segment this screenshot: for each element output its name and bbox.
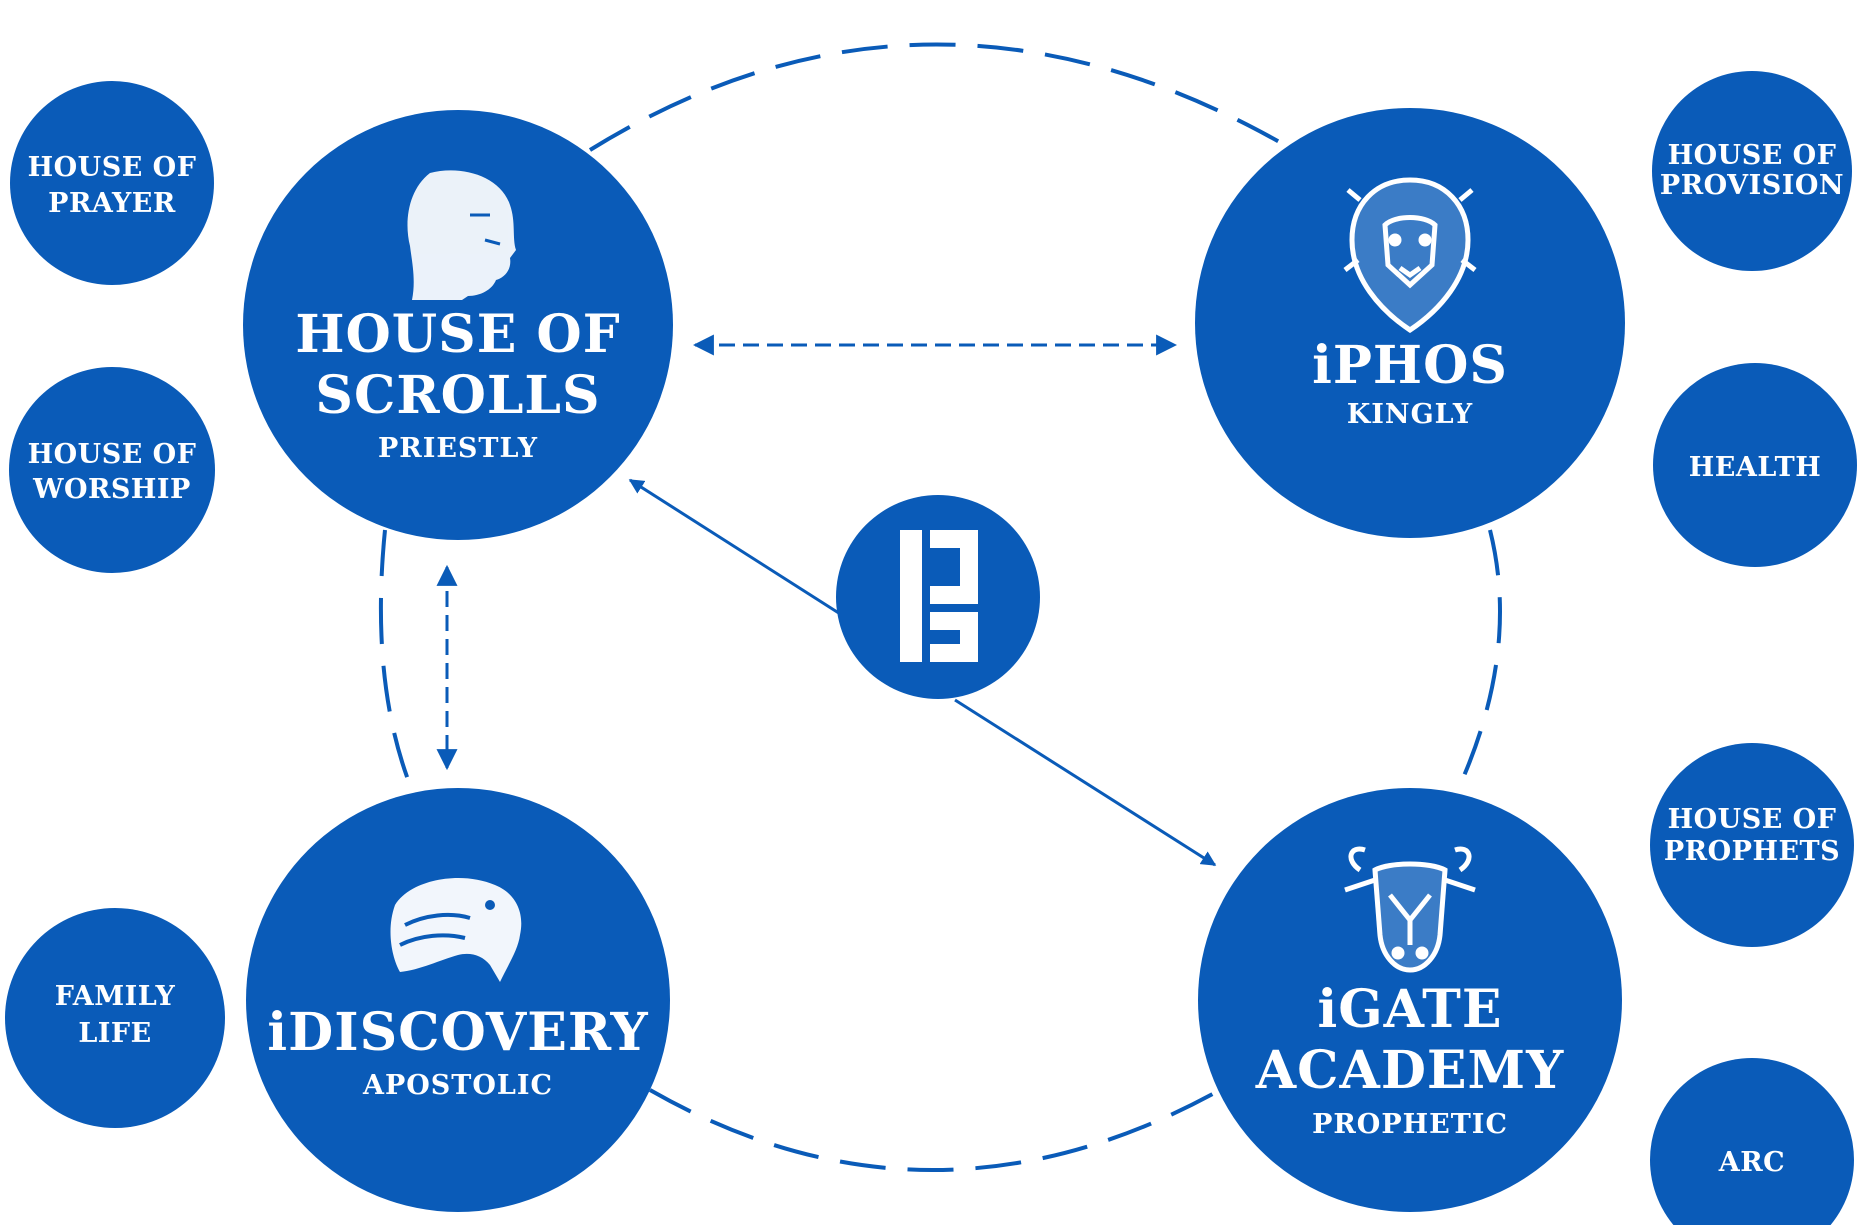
arc-left [378,529,412,786]
center-logo[interactable] [836,495,1040,699]
connector-arrows [436,334,1217,867]
arrow-center-scrolls [628,478,846,619]
main-node-igate[interactable]: iGATE ACADEMY PROPHETIC [1198,788,1622,1212]
side-node-prayer[interactable]: HOUSE OF PRAYER [10,81,214,285]
scrolls-subtitle: PRIESTLY [378,433,538,464]
side-node-prayer-line2: PRAYER [48,188,176,219]
side-node-family[interactable]: FAMILY LIFE [5,908,225,1128]
side-node-provision[interactable]: HOUSE OF PROVISION [1652,71,1852,271]
side-node-health-line1: HEALTH [1689,452,1821,483]
idiscovery-title: iDISCOVERY [267,1002,648,1063]
arc-bottom [649,1088,1221,1172]
man-head-icon [407,170,516,300]
eagle-head-icon [390,877,522,982]
side-node-prayer-line1: HOUSE OF [28,152,197,183]
side-node-worship-line1: HOUSE OF [28,439,197,470]
ox-head-icon [1344,846,1476,973]
lion-head-icon [1343,177,1477,334]
side-node-arc-line1: ARC [1718,1147,1785,1178]
ig-logo-icon [900,530,978,662]
side-node-provision-line2: PROVISION [1660,170,1844,201]
side-node-arc[interactable]: ARC [1650,1058,1854,1225]
main-node-idiscovery[interactable]: iDISCOVERY APOSTOLIC [246,788,670,1212]
side-node-prophets-line2: PROPHETS [1664,836,1840,867]
scrolls-title-line2: SCROLLS [315,365,600,426]
side-node-prophets-line1: HOUSE OF [1668,804,1837,835]
side-node-worship[interactable]: HOUSE OF WORSHIP [9,367,215,573]
side-node-family-line2: LIFE [78,1018,151,1049]
igate-title-line2: ACADEMY [1255,1040,1565,1101]
igate-subtitle: PROPHETIC [1312,1109,1508,1140]
iphos-title: iPHOS [1312,335,1508,396]
side-node-provision-line1: HOUSE OF [1668,140,1837,171]
idiscovery-subtitle: APOSTOLIC [362,1070,553,1101]
main-node-iphos[interactable]: iPHOS KINGLY [1195,108,1625,538]
iphos-subtitle: KINGLY [1347,399,1473,430]
arc-right [1458,529,1502,786]
arrow-center-igate [954,698,1217,867]
side-node-family-line1: FAMILY [55,981,176,1012]
main-node-scrolls[interactable]: HOUSE OF SCROLLS PRIESTLY [243,110,673,540]
side-node-health[interactable]: HEALTH [1653,363,1857,567]
scrolls-title-line1: HOUSE OF [295,304,620,365]
side-node-worship-line2: WORSHIP [32,474,191,505]
side-node-prophets[interactable]: HOUSE OF PROPHETS [1650,743,1854,947]
igate-title-line1: iGATE [1318,979,1503,1040]
arc-top [588,42,1291,152]
dashed-connector-ring [378,42,1502,1172]
